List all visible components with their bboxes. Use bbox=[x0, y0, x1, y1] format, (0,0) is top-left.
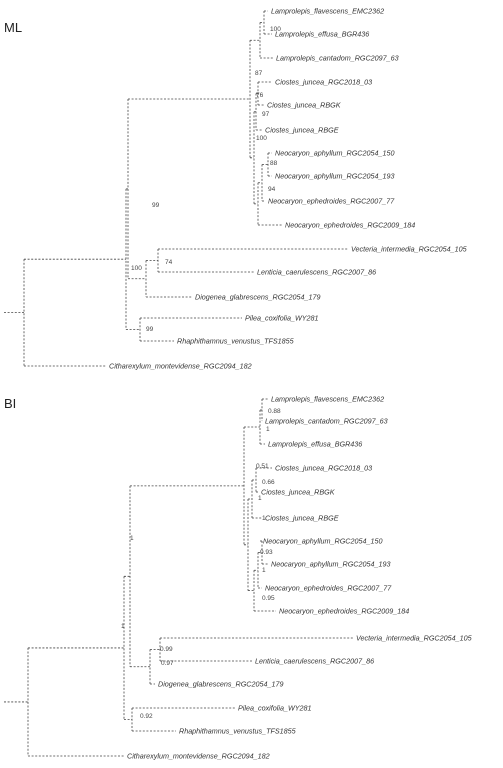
taxon-label: Citharexylum_montevidense_RGC2094_182 bbox=[109, 362, 252, 371]
taxon-label: Lenticia_caerulescens_RGC2007_86 bbox=[255, 657, 374, 666]
support-value: 88 bbox=[270, 160, 278, 167]
support-value: 1 bbox=[258, 495, 262, 502]
taxon-label: Rhaphithamnus_venustus_TFS1855 bbox=[179, 727, 297, 736]
taxon-label: Ciostes_juncea_RBGK bbox=[261, 488, 336, 497]
panel-label-bi: BI bbox=[4, 396, 16, 411]
taxon-label: Citharexylum_montevidense_RGC2094_182 bbox=[127, 752, 270, 761]
support-value: 94 bbox=[268, 186, 276, 193]
taxon-label: Rhaphithamnus_venustus_TFS1855 bbox=[177, 337, 295, 346]
support-value: 1 bbox=[121, 623, 125, 630]
support-value: 74 bbox=[165, 259, 173, 266]
support-value: 0.99 bbox=[160, 646, 173, 653]
taxon-label: Lamprolepis_effusa_BGR436 bbox=[268, 440, 362, 449]
support-value: 97 bbox=[262, 111, 270, 118]
taxon-label: Neocaryon_ephedroides_RGC2007_77 bbox=[268, 197, 395, 206]
support-value: 0.95 bbox=[262, 595, 275, 602]
taxon-label: Lamprolepis_cantadom_RGC2097_63 bbox=[276, 54, 399, 63]
support-value: 100 bbox=[131, 265, 142, 272]
support-value: 100 bbox=[270, 26, 281, 33]
taxon-label: Ciostes_juncea_RGC2018_03 bbox=[275, 464, 372, 473]
support-value: 0.93 bbox=[260, 549, 273, 556]
support-value: 99 bbox=[152, 202, 160, 209]
taxon-label: Vecteria_intermedia_RGC2054_105 bbox=[351, 245, 468, 254]
support-value: 99 bbox=[146, 326, 154, 333]
support-value: 1 bbox=[130, 535, 134, 542]
support-value: 0.88 bbox=[268, 408, 281, 415]
taxon-label: Neocaryon_ephedroides_RGC2007_77 bbox=[265, 584, 392, 593]
taxon-label: Ciostes_juncea_RBGE bbox=[265, 126, 339, 135]
support-value: 0.51 bbox=[256, 463, 269, 470]
taxon-label: Ciostes_juncea_RBGK bbox=[267, 101, 342, 110]
taxon-label: Lamprolepis_cantadom_RGC2097_63 bbox=[265, 417, 388, 426]
support-value: 0.66 bbox=[262, 479, 275, 486]
support-value: 1 bbox=[266, 426, 270, 433]
panel-label-ml: ML bbox=[4, 20, 22, 35]
taxon-label: Lamprolepis_effusa_BGR436 bbox=[275, 30, 369, 39]
taxon-label: Pilea_coxifolia_WY281 bbox=[245, 314, 319, 323]
support-value: 1 bbox=[262, 515, 266, 522]
taxon-label: Lamprolepis_flavescens_EMC2362 bbox=[271, 7, 384, 16]
taxon-label: Neocaryon_aphyllum_RGC2054_193 bbox=[275, 172, 394, 181]
taxon-label: Vecteria_intermedia_RGC2054_105 bbox=[356, 634, 473, 643]
taxon-label: Pilea_coxifolia_WY281 bbox=[238, 704, 312, 713]
taxon-label: Lenticia_caerulescens_RGC2007_86 bbox=[257, 268, 376, 277]
support-value: 76 bbox=[256, 92, 264, 99]
taxon-label: Ciostes_juncea_RGC2018_03 bbox=[275, 78, 372, 87]
support-value: 1 bbox=[262, 567, 266, 574]
taxon-label: Neocaryon_aphyllum_RGC2054_150 bbox=[263, 537, 382, 546]
support-value: 100 bbox=[256, 135, 267, 142]
taxon-label: Neocaryon_ephedroides_RGC2009_184 bbox=[279, 607, 409, 616]
support-value: 0.92 bbox=[140, 713, 153, 720]
taxon-label: Ciostes_juncea_RBGE bbox=[265, 514, 339, 523]
taxon-label: Neocaryon_ephedroides_RGC2009_184 bbox=[285, 221, 415, 230]
support-value: 87 bbox=[255, 70, 263, 77]
taxon-label: Diogenea_glabrescens_RGC2054_179 bbox=[158, 680, 283, 689]
taxon-label: Diogenea_glabrescens_RGC2054_179 bbox=[195, 293, 320, 302]
taxon-label: Lamprolepis_flavescens_EMC2362 bbox=[271, 395, 384, 404]
support-value: 0.97 bbox=[161, 660, 174, 667]
taxon-label: Neocaryon_aphyllum_RGC2054_193 bbox=[271, 560, 390, 569]
taxon-label: Neocaryon_aphyllum_RGC2054_150 bbox=[275, 149, 394, 158]
